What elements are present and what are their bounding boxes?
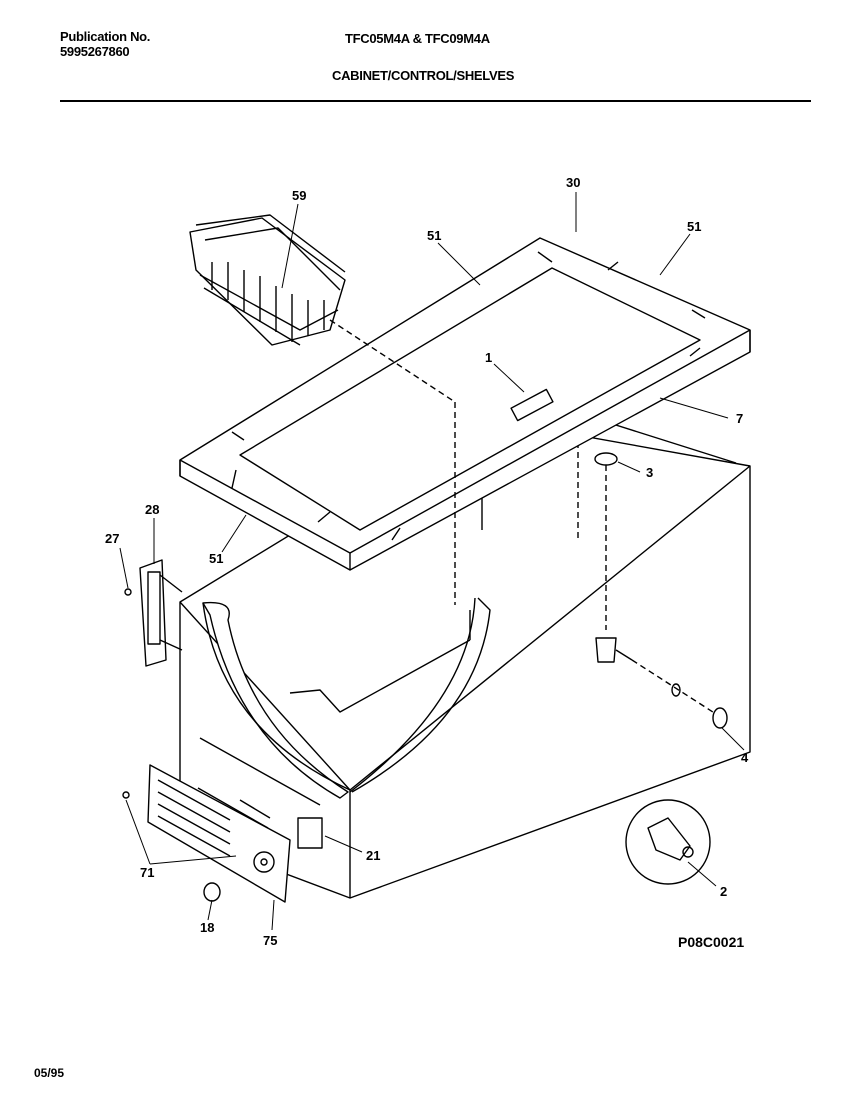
hinge [124, 559, 183, 667]
basket [189, 214, 456, 605]
callout-30: 30 [566, 175, 580, 190]
leader-lines [119, 192, 745, 931]
callout-21: 21 [366, 848, 380, 863]
callout-labels: 59 30 51 51 1 7 3 28 27 51 4 21 2 71 18 … [105, 175, 749, 950]
figure-code: P08C0021 [678, 934, 744, 950]
footer-date: 05/95 [34, 1066, 65, 1080]
lid-frame [179, 237, 751, 571]
header-rule [60, 100, 811, 102]
publication-label: Publication No. [60, 29, 151, 44]
callout-51-top-right: 51 [687, 219, 701, 234]
callout-71: 71 [140, 865, 154, 880]
drain-assembly [594, 452, 728, 729]
callout-51-top-left: 51 [427, 228, 441, 243]
section-title: CABINET/CONTROL/SHELVES [332, 68, 515, 83]
callout-1: 1 [485, 350, 492, 365]
detail-circle [625, 799, 711, 885]
callout-27: 27 [105, 531, 119, 546]
grille-panel [122, 737, 323, 903]
callout-4: 4 [741, 750, 749, 765]
callout-28: 28 [145, 502, 159, 517]
callout-59: 59 [292, 188, 306, 203]
callout-51-left: 51 [209, 551, 223, 566]
callout-2: 2 [720, 884, 727, 899]
callout-3: 3 [646, 465, 653, 480]
callout-18: 18 [200, 920, 214, 935]
callout-7: 7 [736, 411, 743, 426]
callout-75: 75 [263, 933, 277, 948]
publication-number: 5995267860 [60, 44, 130, 59]
model-numbers: TFC05M4A & TFC09M4A [345, 31, 490, 46]
